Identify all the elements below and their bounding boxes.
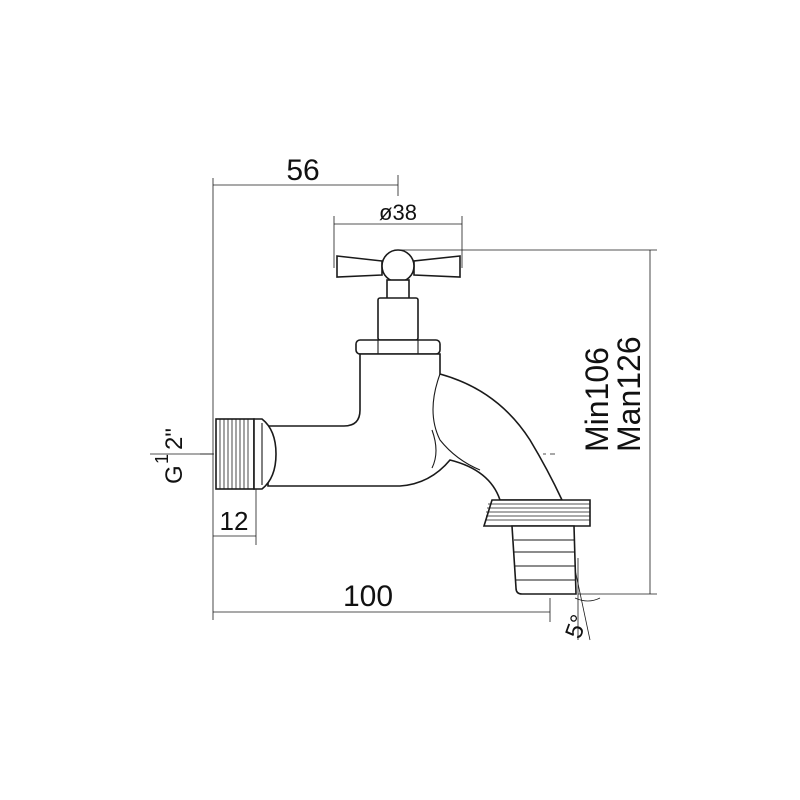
offset-width-label: 56 <box>286 154 319 187</box>
thread-size-denominator: 2" <box>161 428 188 450</box>
thread-size-numerator: 1 <box>152 454 172 464</box>
thread-length-label: 12 <box>220 506 249 536</box>
faucet-body <box>267 353 564 501</box>
thread-size-prefix: G <box>161 465 188 484</box>
height-min-label: Min106 <box>579 347 615 452</box>
cross-handle <box>336 249 461 355</box>
handle-diameter-label: ø38 <box>379 200 417 225</box>
inlet-thread <box>215 418 277 490</box>
height-max-label: Man126 <box>611 336 647 452</box>
thread-size-label: G 1 2" <box>152 428 188 484</box>
spout-angle-label: 5° <box>560 611 593 642</box>
hose-connector <box>482 499 591 595</box>
overall-length-label: 100 <box>343 580 393 613</box>
